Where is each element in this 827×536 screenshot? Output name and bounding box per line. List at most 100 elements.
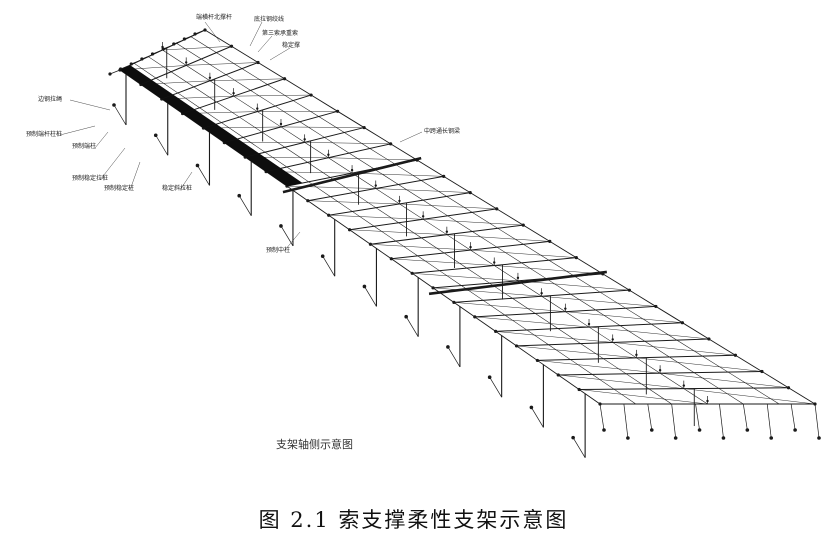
joint-node xyxy=(368,242,373,246)
longitudinal-cable xyxy=(216,101,240,118)
longitudinal-cable xyxy=(446,196,473,213)
joint-node xyxy=(707,337,711,341)
diagonal-brace xyxy=(433,287,542,297)
diagonal-brace xyxy=(423,219,524,226)
diagonal-brace xyxy=(474,316,590,328)
end-anchor-tie xyxy=(742,403,748,431)
longitudinal-cable xyxy=(134,63,157,79)
longitudinal-cable xyxy=(761,371,789,389)
longitudinal-cable xyxy=(472,212,498,229)
longitudinal-cable xyxy=(676,339,703,357)
end-anchor-node xyxy=(697,428,702,432)
label-bottom-cable: 底拉钢绞线 xyxy=(254,16,285,23)
longitudinal-cable xyxy=(546,278,572,295)
end-anchor-node xyxy=(721,436,726,440)
joint-node xyxy=(309,93,313,97)
diagonal-brace xyxy=(495,331,613,343)
diagonal-brace xyxy=(537,360,661,374)
longitudinal-cable xyxy=(432,287,455,303)
end-anchor-tie xyxy=(647,403,653,431)
anchor-tie xyxy=(155,135,169,156)
anchor-node xyxy=(153,133,158,138)
joint-node xyxy=(494,329,498,333)
label-stabilizer: 稳定撑 xyxy=(282,42,301,49)
longitudinal-cable xyxy=(307,162,331,178)
longitudinal-cable xyxy=(644,341,670,358)
longitudinal-cable xyxy=(399,203,424,220)
edge-anchor-tie xyxy=(109,69,121,75)
panel-seam xyxy=(224,138,238,143)
longitudinal-cable xyxy=(416,159,444,177)
longitudinal-cable xyxy=(469,192,497,210)
longitudinal-cable xyxy=(619,325,645,342)
longitudinal-cable xyxy=(307,200,329,216)
leader-line xyxy=(99,147,126,181)
longitudinal-cable xyxy=(516,345,538,361)
longitudinal-cable xyxy=(304,142,329,158)
diagonal-brace xyxy=(516,345,637,359)
diagonal-brace xyxy=(375,188,471,193)
longitudinal-cable xyxy=(578,389,601,405)
longitudinal-cable xyxy=(574,275,601,293)
end-anchor-node xyxy=(793,428,797,432)
longitudinal-cable xyxy=(423,219,447,235)
longitudinal-cable xyxy=(482,300,506,316)
longitudinal-cable xyxy=(727,371,754,389)
joint-node xyxy=(473,315,477,319)
diagonal-brace xyxy=(579,389,708,405)
longitudinal-cable xyxy=(523,244,550,261)
edge-anchor-node xyxy=(193,32,197,36)
longitudinal-cable xyxy=(261,131,286,148)
anchor-node xyxy=(112,103,116,107)
longitudinal-cable xyxy=(267,84,294,101)
longitudinal-cable xyxy=(286,166,309,183)
longitudinal-cable xyxy=(570,293,596,311)
longitudinal-cable xyxy=(613,388,636,405)
joint-node xyxy=(495,207,499,211)
longitudinal-cable xyxy=(420,180,447,197)
joint-node xyxy=(442,174,446,178)
longitudinal-cable xyxy=(351,172,376,189)
anchor-tie xyxy=(489,377,502,398)
longitudinal-cable xyxy=(243,137,266,153)
longitudinal-cable xyxy=(275,105,301,122)
longitudinal-cable xyxy=(472,231,498,248)
anchor-node xyxy=(237,193,242,198)
longitudinal-cable xyxy=(349,229,371,245)
panel-seam xyxy=(119,65,131,71)
longitudinal-cable xyxy=(225,74,251,91)
diagonal-brace xyxy=(186,62,259,66)
mid-span-steel-beam xyxy=(428,270,607,296)
longitudinal-cable xyxy=(626,373,650,390)
longitudinal-cable xyxy=(264,151,288,168)
diagonal-brace xyxy=(328,214,424,220)
panel-seam xyxy=(161,94,174,100)
end-anchor-node xyxy=(649,428,654,432)
longitudinal-cable xyxy=(548,344,571,360)
label-end-column-brace: 端横杆北撑杆 xyxy=(196,14,233,21)
longitudinal-cable xyxy=(344,132,371,149)
longitudinal-cable xyxy=(648,388,672,405)
diagonal-brace xyxy=(558,374,684,389)
panel-seam xyxy=(140,79,152,85)
longitudinal-cable xyxy=(580,343,604,359)
label-third-cable: 第三索承重索 xyxy=(262,30,299,37)
longitudinal-cable xyxy=(186,65,211,82)
edge-anchor-tie xyxy=(131,59,142,65)
longitudinal-cable xyxy=(209,80,234,97)
end-anchor-node xyxy=(745,428,750,432)
anchor-tie xyxy=(197,165,210,186)
longitudinal-cable xyxy=(588,326,613,343)
longitudinal-cable xyxy=(439,270,462,286)
anchor-tie xyxy=(447,346,461,368)
longitudinal-cable xyxy=(318,116,345,133)
mid-span-steel-beam xyxy=(282,156,422,194)
diagonal-brace xyxy=(517,280,630,291)
diagonal-brace xyxy=(470,249,577,258)
support-frame-drawing xyxy=(59,21,821,458)
joint-node xyxy=(786,386,791,390)
joint-node xyxy=(410,271,414,275)
longitudinal-cable xyxy=(257,111,282,128)
longitudinal-cable xyxy=(395,240,418,257)
longitudinal-cable xyxy=(602,273,630,291)
